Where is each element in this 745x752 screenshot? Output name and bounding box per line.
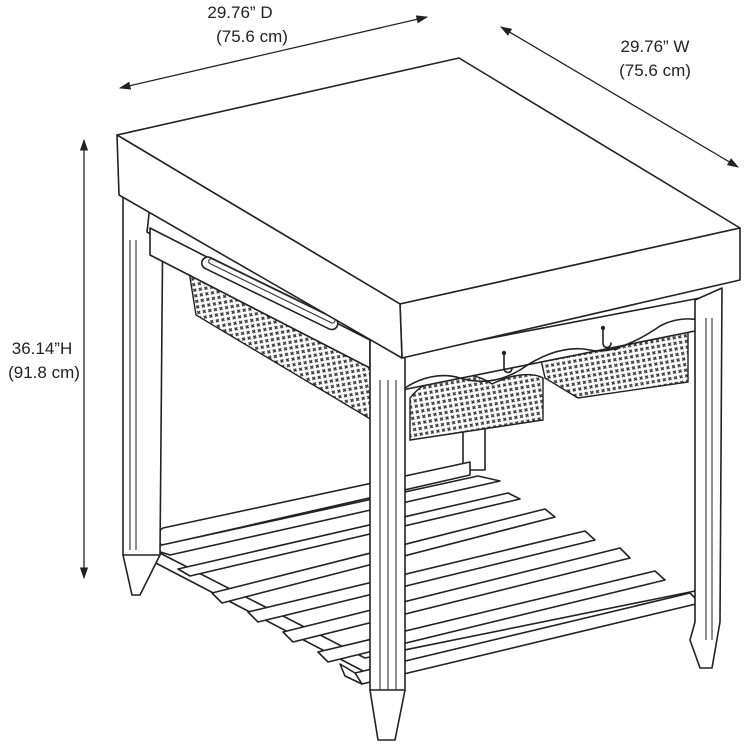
front-baskets — [401, 297, 701, 441]
width-label-metric: (75.6 cm) — [619, 61, 691, 80]
width-dimension: 29.76” W (75.6 cm) — [499, 26, 740, 168]
right-leg — [689, 287, 723, 669]
front-leg — [369, 339, 406, 741]
tabletop-side-edge — [116, 134, 403, 359]
height-label: 36.14”H — [12, 339, 72, 358]
tabletop — [116, 57, 741, 359]
depth-label: 29.76” D — [207, 3, 272, 22]
height-dimension: 36.14”H (91.8 cm) — [8, 138, 89, 580]
side-drawer-assembly — [146, 204, 373, 422]
depth-label-metric: (75.6 cm) — [216, 27, 288, 46]
lower-shelf — [146, 461, 701, 685]
depth-dimension: 29.76” D (75.6 cm) — [118, 3, 429, 90]
hook-right-icon — [602, 329, 612, 349]
height-label-metric: (91.8 cm) — [8, 363, 80, 382]
width-label: 29.76” W — [621, 37, 690, 56]
hook-left-icon — [503, 354, 513, 374]
